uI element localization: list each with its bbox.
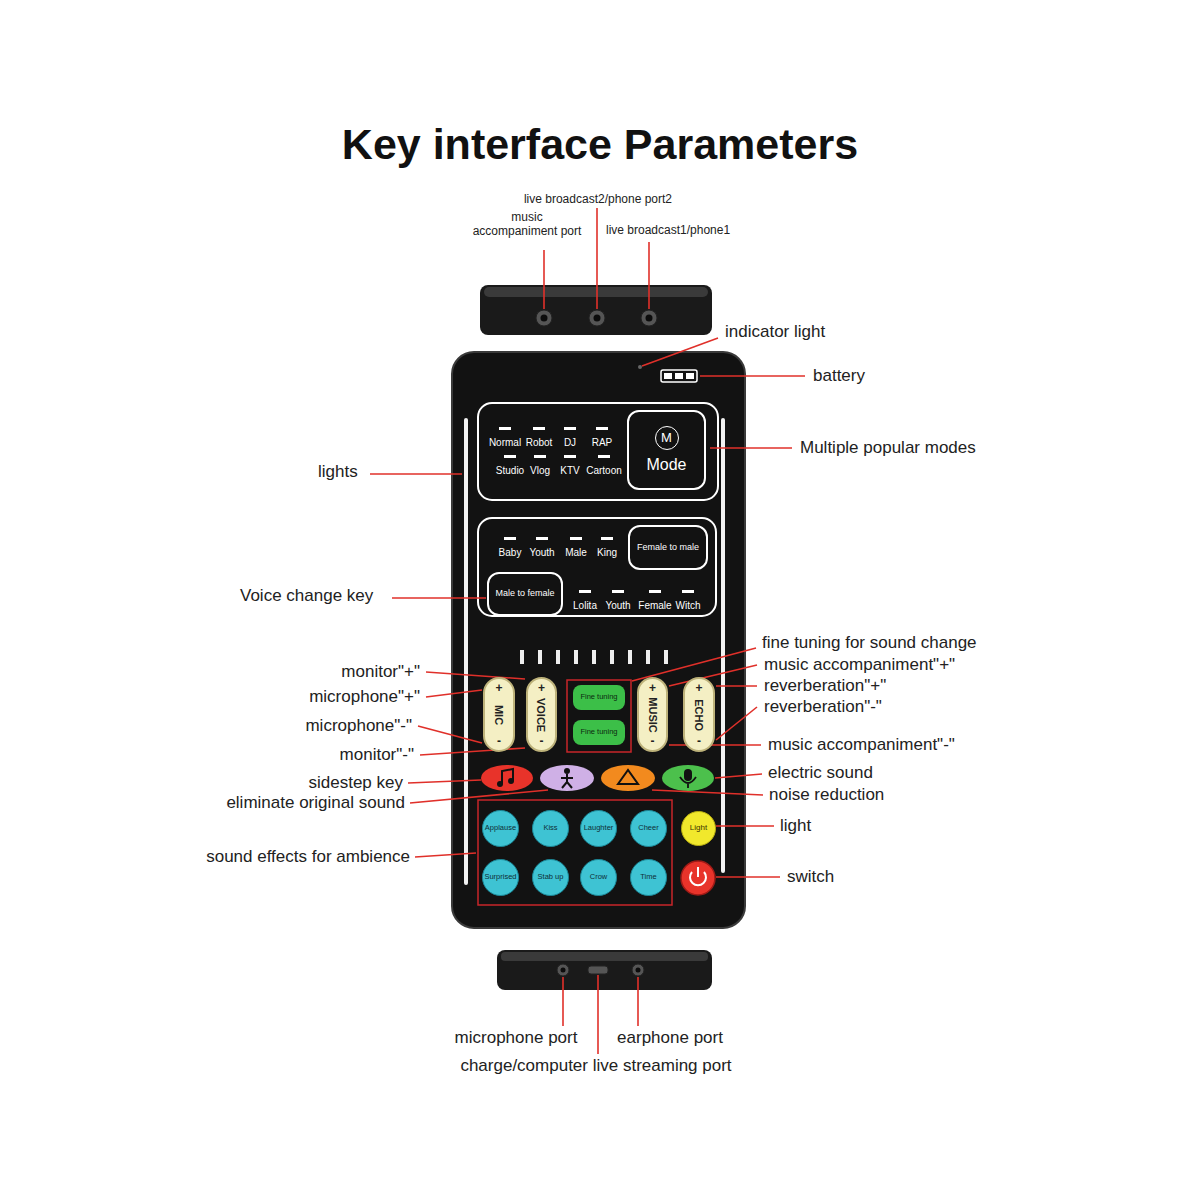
- key-label: Light: [690, 824, 707, 833]
- key-label: Female to male: [637, 543, 699, 553]
- effect-key: Surprised: [482, 859, 519, 896]
- key-label: Crow: [590, 873, 608, 881]
- callout-label: reverberation"-": [764, 697, 882, 717]
- key-label: Fine tuning: [580, 693, 617, 701]
- key-name: MUSIC: [646, 697, 658, 732]
- key-label: Laughter: [584, 824, 614, 832]
- key-sign: -: [651, 735, 655, 748]
- voice-name: King: [597, 547, 617, 559]
- callout-label: earphone port: [617, 1028, 723, 1048]
- key-label: Surprised: [484, 873, 516, 881]
- mode-name: Vlog: [530, 465, 550, 477]
- callout-label: Multiple popular modes: [800, 438, 976, 458]
- bottom-port-panel: [497, 950, 712, 990]
- volume-pill: + VOICE -: [526, 677, 557, 752]
- device-body: [452, 352, 745, 928]
- effect-key: Cheer: [630, 810, 667, 847]
- key-label: Mode: [646, 456, 686, 474]
- effect-key: Applause: [482, 810, 519, 847]
- callout-label: Voice change key: [240, 586, 373, 606]
- voice-name: Male: [565, 547, 587, 559]
- callout-label: microphone"+": [309, 687, 420, 707]
- callout-label: light: [780, 816, 811, 836]
- callout-label: eliminate original sound: [226, 793, 405, 813]
- effect-key: Kiss: [532, 810, 569, 847]
- key-label: Kiss: [543, 824, 557, 832]
- mode-name: DJ: [564, 437, 576, 449]
- effect-key: Crow: [580, 859, 617, 896]
- key-sign: -: [697, 735, 701, 748]
- volume-pill: + ECHO -: [683, 677, 715, 752]
- key-name: VOICE: [535, 698, 547, 732]
- callout-label: monitor"+": [341, 662, 420, 682]
- callout-label: lights: [318, 462, 358, 482]
- key-label: Applause: [485, 824, 516, 832]
- key-sign: -: [497, 735, 501, 748]
- key-label: Time: [640, 873, 656, 881]
- mode-name: RAP: [592, 437, 613, 449]
- mode-key: M Mode: [627, 410, 706, 490]
- port-label: live broadcast1/phone1: [606, 224, 730, 238]
- key-label: Cheer: [638, 824, 658, 832]
- key-label: Fine tuning: [580, 728, 617, 736]
- voice-name: Baby: [499, 547, 522, 559]
- callout-label: battery: [813, 366, 865, 386]
- callout-label: music accompaniment"+": [764, 655, 955, 675]
- top-port-panel: [480, 285, 712, 335]
- effect-key: Laughter: [580, 810, 617, 847]
- fine-tuning-key: Fine tuning: [573, 720, 625, 745]
- mode-name: KTV: [560, 465, 579, 477]
- callout-label: monitor"-": [340, 745, 414, 765]
- key-sign: +: [695, 682, 702, 695]
- voice-name: Youth: [529, 547, 554, 559]
- key-sign: +: [538, 682, 545, 695]
- mode-icon-letter: M: [655, 426, 679, 450]
- key-sign: +: [495, 682, 502, 695]
- callout-label: microphone port: [455, 1028, 578, 1048]
- key-label: Stab up: [538, 873, 564, 881]
- mode-name: Cartoon: [586, 465, 622, 477]
- port-label: live broadcast2/phone port2: [524, 193, 672, 207]
- callout-label: sound effects for ambience: [206, 847, 410, 867]
- effect-key: Stab up: [532, 859, 569, 896]
- callout-label: switch: [787, 867, 834, 887]
- callout-label: sidestep key: [309, 773, 404, 793]
- volume-pill: + MUSIC -: [637, 677, 668, 752]
- voice-name: Witch: [676, 600, 701, 612]
- voice-change-key: Male to female: [487, 572, 563, 616]
- key-label: Male to female: [495, 589, 554, 599]
- voice-change-key: Female to male: [628, 525, 708, 570]
- callout-label: noise reduction: [769, 785, 884, 805]
- callout-label: charge/computer live streaming port: [460, 1056, 731, 1076]
- key-sign: +: [649, 682, 656, 695]
- key-sign: -: [540, 735, 544, 748]
- volume-pill: + MIC -: [483, 677, 515, 752]
- voice-name: Female: [638, 600, 671, 612]
- callout-label: reverberation"+": [764, 676, 886, 696]
- callout-label: fine tuning for sound change: [762, 633, 977, 653]
- fine-tuning-key: Fine tuning: [573, 685, 625, 710]
- key-name: MIC: [493, 705, 505, 725]
- callout-label: electric sound: [768, 763, 873, 783]
- mode-name: Normal: [489, 437, 521, 449]
- voice-name: Lolita: [573, 600, 597, 612]
- callout-label: music accompaniment"-": [768, 735, 955, 755]
- port-label: music accompaniment port: [463, 211, 591, 239]
- page-title: Key interface Parameters: [0, 120, 1200, 169]
- effect-key: Time: [630, 859, 667, 896]
- callout-label: microphone"-": [305, 716, 412, 736]
- mode-name: Studio: [496, 465, 524, 477]
- voice-name: Youth: [605, 600, 630, 612]
- light-key: Light: [681, 811, 716, 846]
- key-name: ECHO: [693, 699, 705, 731]
- callout-label: indicator light: [725, 322, 825, 342]
- mode-name: Robot: [526, 437, 553, 449]
